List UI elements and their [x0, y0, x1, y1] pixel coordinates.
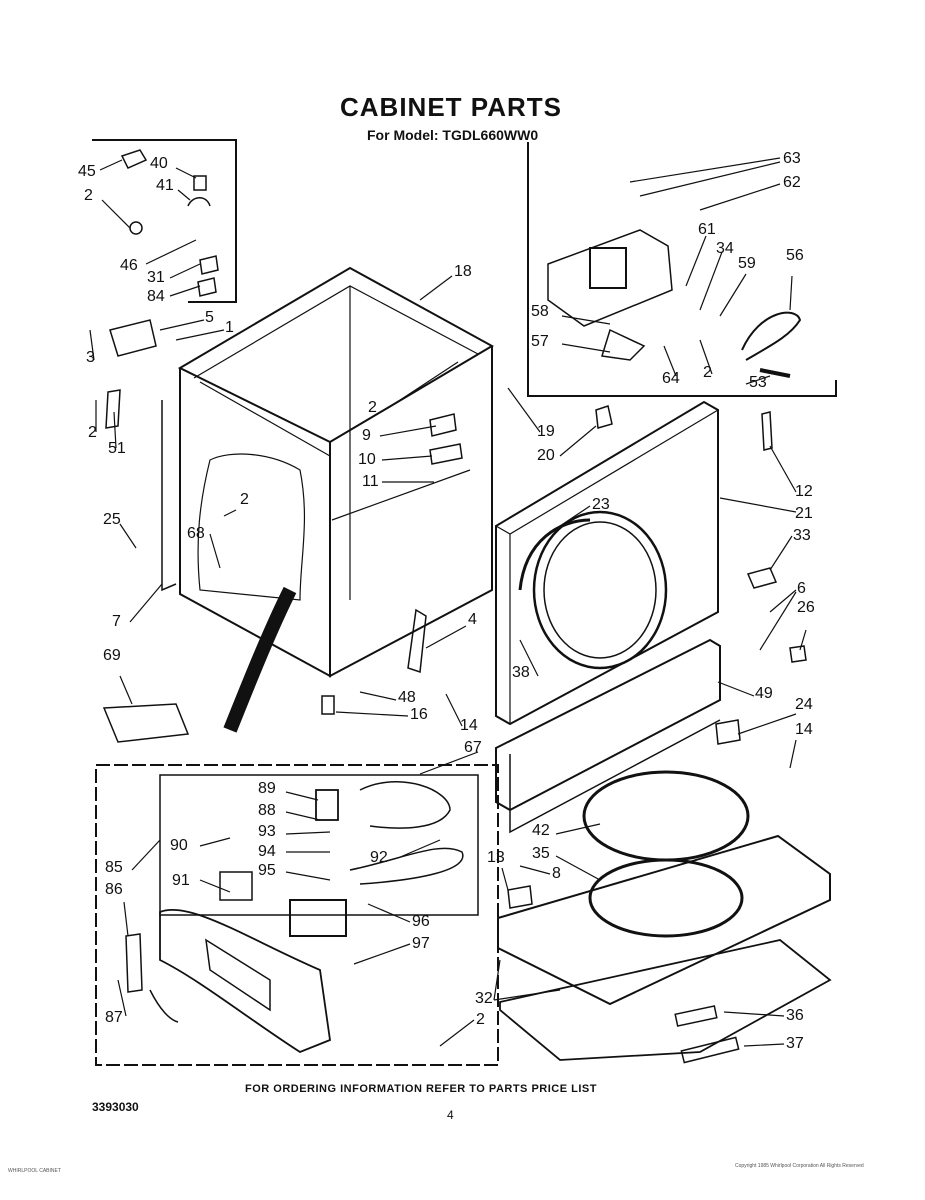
callout-13: 13 — [487, 849, 505, 866]
toe-panel — [495, 638, 721, 834]
callout-69: 69 — [103, 647, 121, 664]
callout-64: 64 — [662, 370, 680, 387]
callout-45: 45 — [78, 163, 96, 180]
gas-valve-parts — [125, 781, 464, 1054]
callout-61: 61 — [698, 221, 716, 238]
leader-lines — [89, 157, 807, 1047]
inset-box-controls-inner — [159, 774, 479, 916]
callout-38: 38 — [512, 664, 530, 681]
callout-86: 86 — [105, 881, 123, 898]
callout-26: 26 — [797, 599, 815, 616]
callout-32: 32 — [475, 990, 493, 1007]
callout-2: 2 — [240, 491, 249, 508]
copyright-note: Copyright 1985 Whirlpool Corporation All… — [735, 1163, 864, 1169]
inset-box-top-left — [92, 139, 237, 303]
callout-24: 24 — [795, 696, 813, 713]
callout-92: 92 — [370, 849, 388, 866]
callout-10: 10 — [358, 451, 376, 468]
callout-25: 25 — [103, 511, 121, 528]
inset-box-top-right — [527, 142, 837, 397]
callout-94: 94 — [258, 843, 276, 860]
callout-90: 90 — [170, 837, 188, 854]
callout-33: 33 — [793, 527, 811, 544]
callout-23: 23 — [592, 496, 610, 513]
callout-2: 2 — [88, 424, 97, 441]
corner-note-left: WHIRLPOOL CABINET — [8, 1168, 61, 1174]
callout-41: 41 — [156, 177, 174, 194]
callout-67: 67 — [464, 739, 482, 756]
callout-12: 12 — [795, 483, 813, 500]
callout-7: 7 — [112, 613, 121, 630]
callout-2: 2 — [703, 364, 712, 381]
callout-91: 91 — [172, 872, 190, 889]
front-panel — [495, 400, 719, 726]
callout-31: 31 — [147, 269, 165, 286]
callout-58: 58 — [531, 303, 549, 320]
callout-35: 35 — [532, 845, 550, 862]
callout-8: 8 — [552, 865, 561, 882]
cabinet-base — [497, 770, 832, 1064]
callout-87: 87 — [105, 1009, 123, 1026]
callout-1: 1 — [225, 319, 234, 336]
callout-6: 6 — [797, 580, 806, 597]
callout-4: 4 — [468, 611, 477, 628]
callout-2: 2 — [476, 1011, 485, 1028]
callout-53: 53 — [749, 374, 767, 391]
callout-51: 51 — [108, 440, 126, 457]
callout-68: 68 — [187, 525, 205, 542]
callout-40: 40 — [150, 155, 168, 172]
callout-85: 85 — [105, 859, 123, 876]
callout-20: 20 — [537, 447, 555, 464]
callout-37: 37 — [786, 1035, 804, 1052]
callout-14: 14 — [460, 717, 478, 734]
callout-14: 14 — [795, 721, 813, 738]
callout-97: 97 — [412, 935, 430, 952]
inset-box-controls — [95, 764, 499, 1066]
burner-parts — [547, 229, 802, 378]
callout-2: 2 — [368, 399, 377, 416]
callout-62: 62 — [783, 174, 801, 191]
callout-57: 57 — [531, 333, 549, 350]
page-title: CABINET PARTS — [340, 92, 562, 122]
small-hardware — [102, 149, 807, 909]
callout-63: 63 — [783, 150, 801, 167]
callout-19: 19 — [537, 423, 555, 440]
callout-95: 95 — [258, 862, 276, 879]
callout-2: 2 — [84, 187, 93, 204]
model-subtitle: For Model: TGDL660WW0 — [367, 127, 539, 143]
callout-42: 42 — [532, 822, 550, 839]
callout-56: 56 — [786, 247, 804, 264]
page-number: 4 — [447, 1108, 454, 1122]
callout-9: 9 — [362, 427, 371, 444]
callout-96: 96 — [412, 913, 430, 930]
callout-18: 18 — [454, 263, 472, 280]
callout-21: 21 — [795, 505, 813, 522]
callout-5: 5 — [205, 309, 214, 326]
callout-48: 48 — [398, 689, 416, 706]
callout-93: 93 — [258, 823, 276, 840]
callout-84: 84 — [147, 288, 165, 305]
callout-88: 88 — [258, 802, 276, 819]
callout-3: 3 — [86, 349, 95, 366]
callout-46: 46 — [120, 257, 138, 274]
cabinet-body — [161, 266, 495, 733]
callout-11: 11 — [362, 473, 379, 490]
callout-89: 89 — [258, 780, 276, 797]
callout-34: 34 — [716, 240, 734, 257]
ordering-note: FOR ORDERING INFORMATION REFER TO PARTS … — [245, 1083, 597, 1095]
callout-59: 59 — [738, 255, 756, 272]
callout-16: 16 — [410, 706, 428, 723]
document-number: 3393030 — [92, 1100, 139, 1114]
callout-36: 36 — [786, 1007, 804, 1024]
callout-49: 49 — [755, 685, 773, 702]
